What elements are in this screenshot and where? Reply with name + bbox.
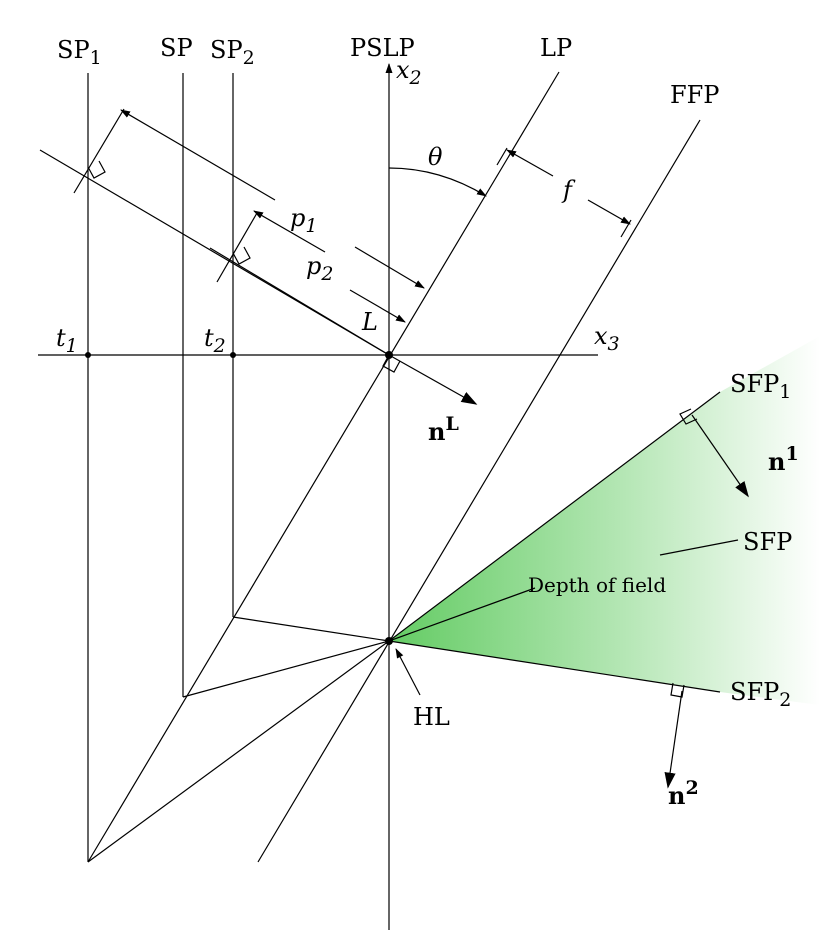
right-angle-mark-sfp1 (679, 408, 698, 425)
label-L: L (361, 308, 378, 336)
hl-line (87, 640, 390, 863)
right-angle-mark-sp2 (232, 246, 251, 265)
p2-dimension-arrow-a (253, 210, 326, 253)
sp2-hl-line (232, 616, 390, 642)
n1-normal-arrow (691, 414, 749, 498)
right-angle-mark-sfp2 (670, 682, 685, 698)
right-angle-mark-sp1 (87, 160, 106, 179)
theta-arc (388, 167, 487, 197)
t1-point (85, 352, 91, 358)
label-sfp1: SFP1 (730, 370, 791, 403)
f-extension-bottom (620, 219, 632, 238)
label-t2: t2 (204, 324, 226, 357)
ffp-line (257, 119, 701, 863)
f-dimension-arrow-b (587, 199, 631, 225)
label-sfp2: SFP2 (730, 678, 791, 711)
label-x2: x2 (396, 56, 422, 89)
label-pslp: PSLP (350, 34, 415, 62)
label-sfp: SFP (743, 528, 792, 556)
label-nL: nL (428, 413, 459, 446)
label-f: f (561, 176, 576, 204)
label-hl: HL (413, 703, 450, 731)
p1-dimension-arrow-a (120, 109, 276, 201)
f-dimension-arrow-a (506, 149, 554, 177)
dof-leader-line (388, 587, 536, 642)
sp-hl-line (182, 640, 390, 698)
label-x3: x3 (594, 322, 620, 355)
t2-point (230, 352, 236, 358)
label-p1: p1 (290, 204, 317, 237)
label-sp2: SP2 (210, 36, 255, 69)
sfp-leader-line (659, 539, 739, 556)
lp-line (87, 71, 560, 863)
p2-extension-left (216, 212, 258, 283)
label-n2: n2 (668, 777, 699, 810)
p1-extension-left (73, 108, 125, 194)
label-theta: θ (428, 143, 443, 171)
label-sp: SP (160, 34, 193, 62)
nL-normal-arrow (388, 354, 478, 405)
f-extension-top (496, 147, 508, 166)
label-t1: t1 (56, 324, 78, 357)
p2-perpendicular (209, 247, 390, 356)
p2-dimension-arrow-b (349, 289, 406, 323)
L-point (385, 351, 393, 359)
label-ffp: FFP (670, 81, 719, 109)
sfp2-line (388, 640, 721, 693)
sfp1-line (388, 391, 721, 642)
HL-point (385, 637, 393, 645)
p1-dimension-arrow-b (354, 246, 425, 289)
n2-normal-arrow (664, 690, 683, 789)
label-sp1: SP1 (57, 36, 102, 69)
label-p2: p2 (306, 252, 333, 285)
depth-of-field-region (389, 336, 820, 705)
label-n1: n1 (768, 443, 799, 476)
label-lp: LP (540, 34, 572, 62)
label-depth-of-field: Depth of field (528, 573, 666, 597)
hl-pointer-arrow (395, 648, 421, 696)
right-angle-mark-L (382, 354, 401, 373)
